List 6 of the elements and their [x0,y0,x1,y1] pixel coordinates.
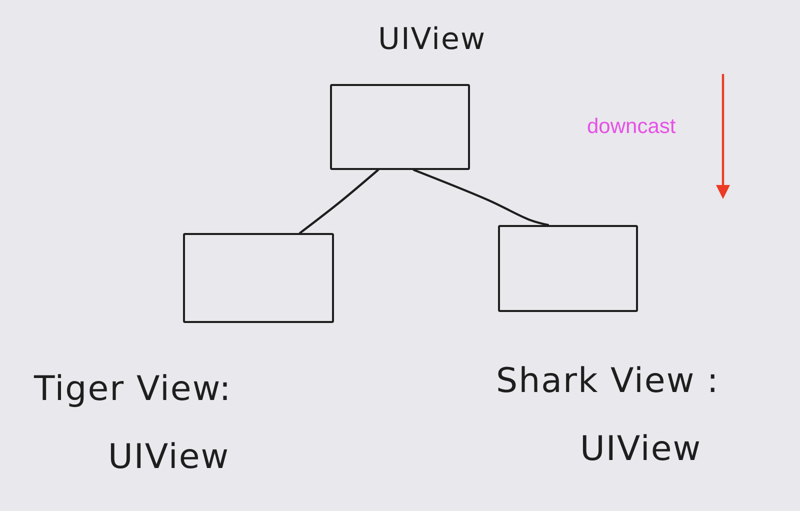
class-name-label: Shark View : UIView [496,360,720,471]
class-name-label: UIView [378,21,487,59]
connector-line [298,168,380,234]
connector-line [412,168,550,226]
class-name-label: Tiger View: UIView [34,368,233,479]
direction-label: downcast [587,115,676,139]
